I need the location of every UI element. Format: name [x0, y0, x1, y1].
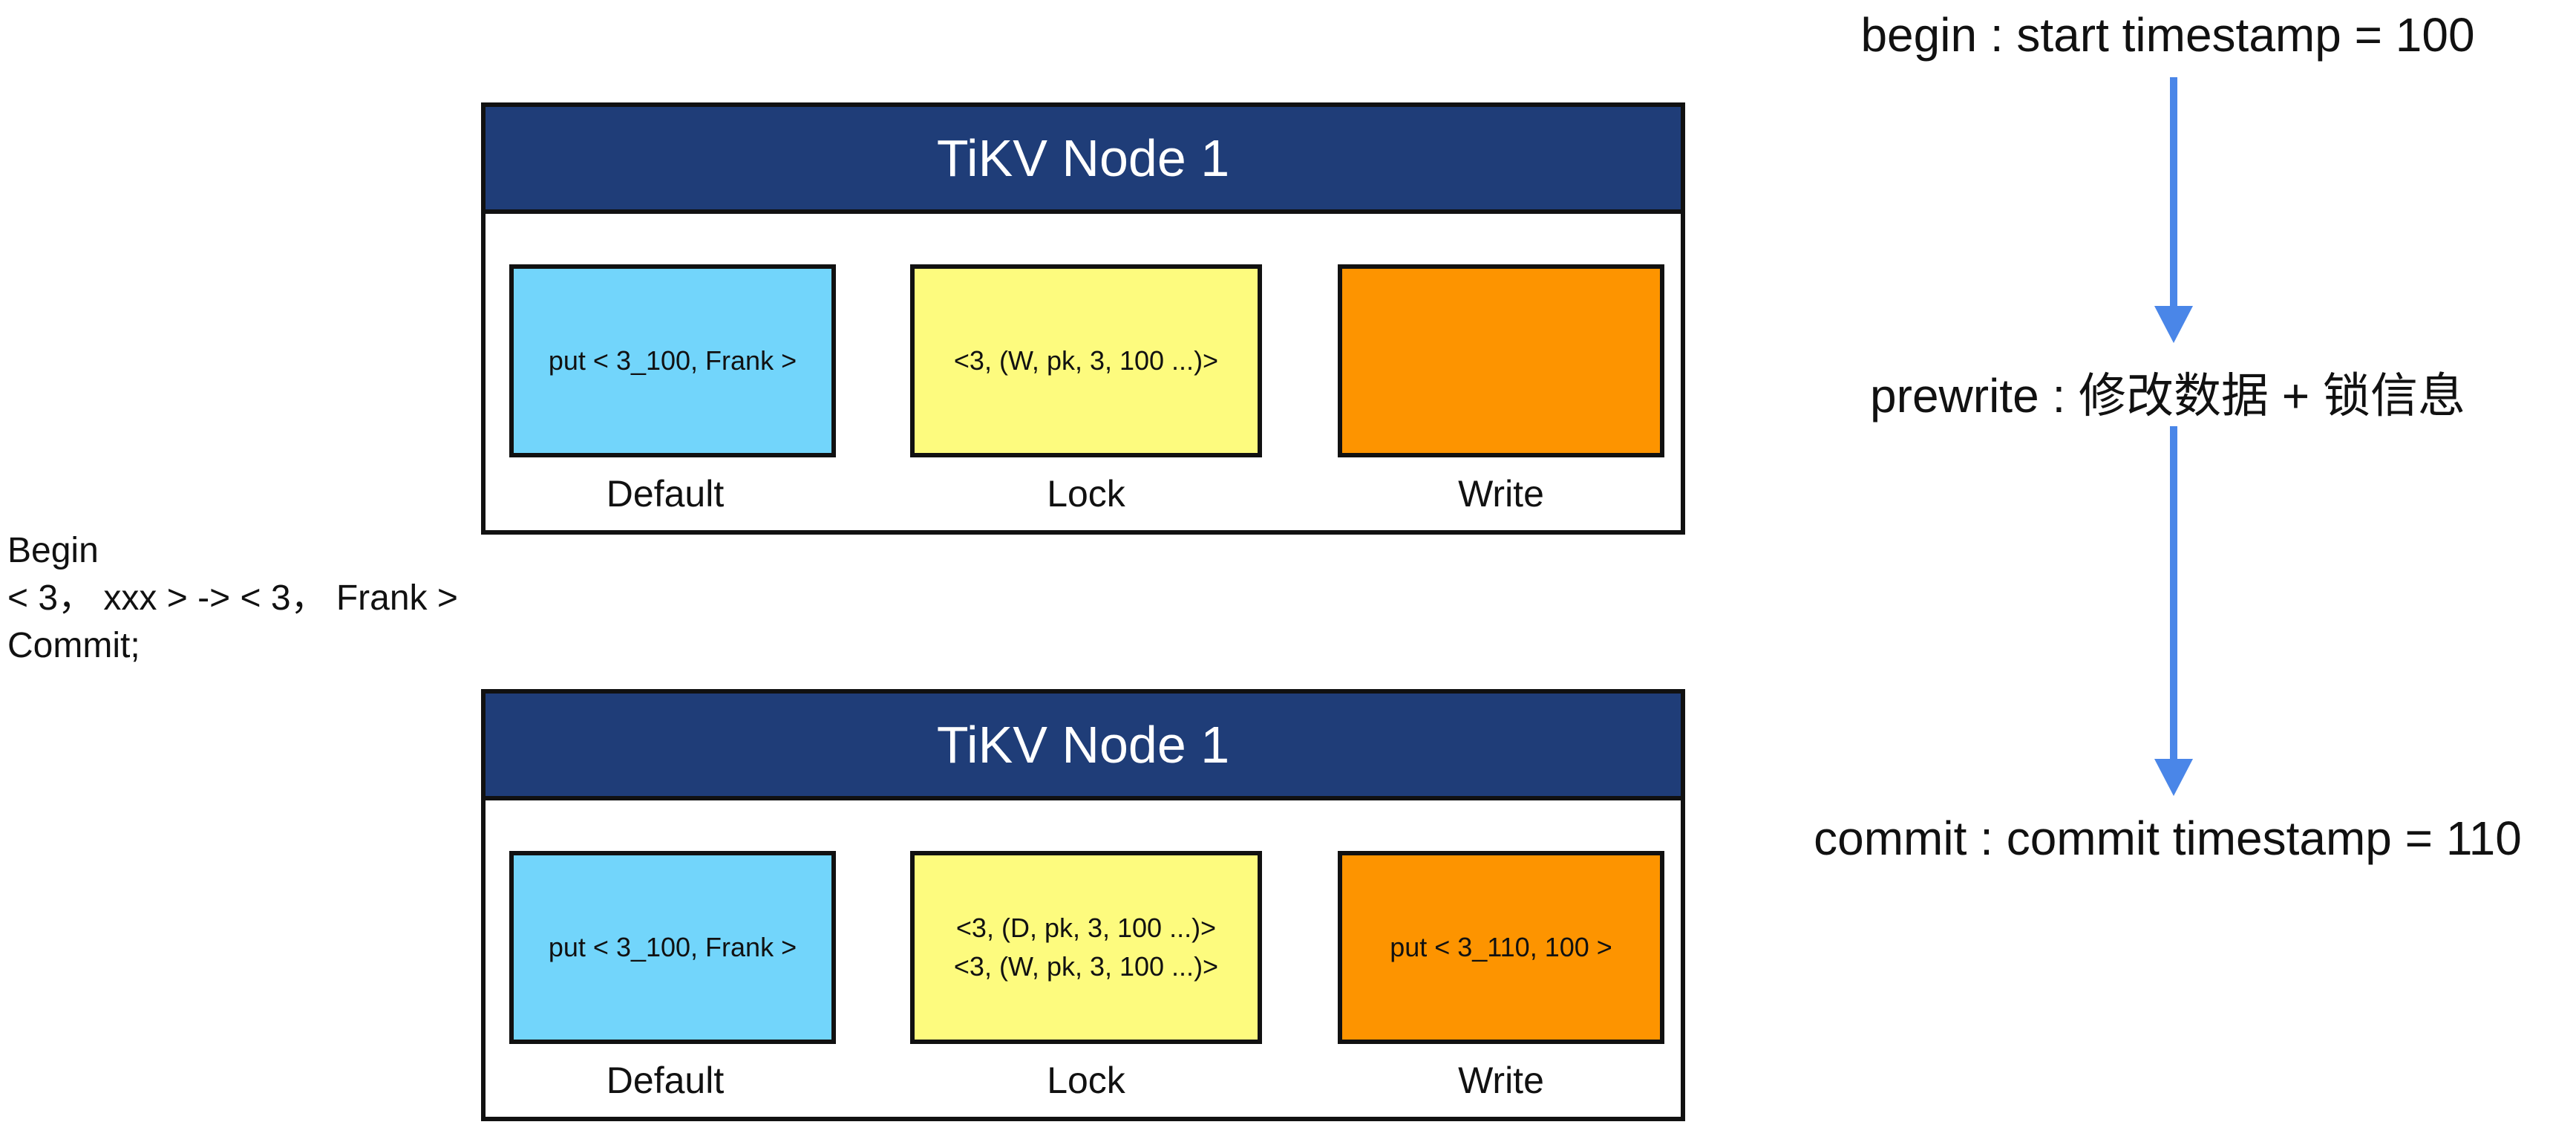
write-entry: put < 3_110, 100 >: [1390, 932, 1612, 962]
lock-entry: <3, (W, pk, 3, 100 ...)>: [953, 951, 1219, 982]
default-cf-box: put < 3_100, Frank >: [509, 851, 836, 1044]
node-title: TiKV Node 1: [486, 694, 1681, 800]
tikv-node-commit: TiKV Node 1 put < 3_100, Frank > Default…: [481, 689, 1685, 1121]
default-label: Default: [606, 1060, 725, 1101]
lock-label: Lock: [1047, 1060, 1125, 1101]
txn-begin: Begin: [7, 531, 99, 570]
step-prewrite: prewrite : 修改数据 + 锁信息: [1870, 369, 2465, 422]
lock-label: Lock: [1047, 473, 1125, 515]
arrow-head-prewrite: [2154, 306, 2193, 343]
default-cf-box: put < 3_100, Frank >: [509, 264, 836, 457]
step-begin: begin : start timestamp = 100: [1860, 8, 2475, 62]
lock-entry: <3, (D, pk, 3, 100 ...)>: [955, 913, 1217, 943]
lock-cf-box: <3, (W, pk, 3, 100 ...)>: [910, 264, 1262, 457]
default-entry: put < 3_100, Frank >: [548, 345, 797, 376]
node-title: TiKV Node 1: [486, 107, 1681, 214]
arrow-head-commit: [2154, 759, 2193, 796]
default-entry: put < 3_100, Frank >: [548, 932, 797, 962]
txn-commit: Commit;: [7, 626, 140, 665]
tikv-node-prewrite: TiKV Node 1 put < 3_100, Frank > Default…: [481, 102, 1685, 535]
step-commit: commit : commit timestamp = 110: [1814, 812, 2522, 865]
write-label: Write: [1458, 473, 1544, 515]
default-label: Default: [606, 473, 725, 515]
txn-statement: < 3， xxx > -> < 3， Frank >: [7, 578, 458, 618]
write-cf-box: put < 3_110, 100 >: [1338, 851, 1664, 1044]
write-cf-box: [1338, 264, 1664, 457]
write-label: Write: [1458, 1060, 1544, 1101]
lock-entry: <3, (W, pk, 3, 100 ...)>: [953, 345, 1219, 376]
lock-cf-box: <3, (D, pk, 3, 100 ...)> <3, (W, pk, 3, …: [910, 851, 1262, 1044]
